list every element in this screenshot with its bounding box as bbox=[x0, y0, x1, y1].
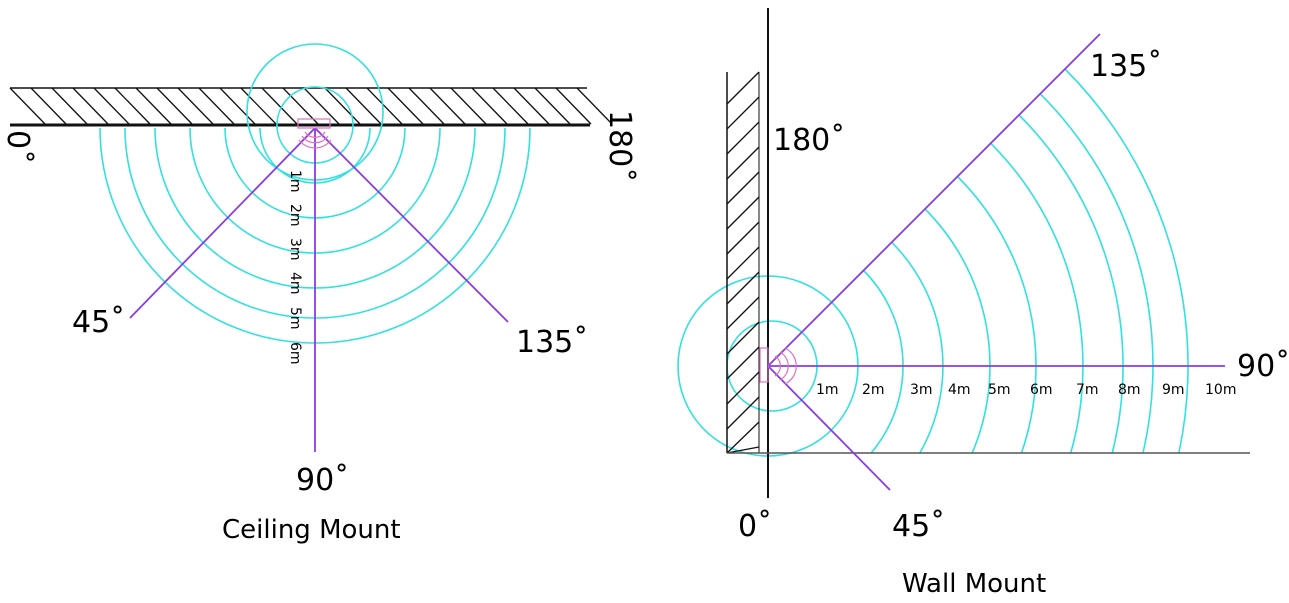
range-arc bbox=[990, 142, 1084, 454]
wall-45-line bbox=[767, 365, 891, 491]
hatch-stroke bbox=[726, 146, 760, 180]
hatch-stroke bbox=[72, 87, 109, 125]
wall-distance-label: 6m bbox=[1030, 382, 1053, 398]
hatch-stroke bbox=[726, 246, 760, 280]
wall-distance-label: 1m bbox=[816, 382, 839, 398]
range-arc bbox=[862, 269, 904, 454]
ceiling-angle-45: 45˚ bbox=[72, 305, 125, 340]
wall-range-arcs bbox=[677, 68, 1189, 457]
wall-mount-caption: Wall Mount bbox=[902, 569, 1046, 599]
wall-135-line bbox=[767, 33, 1101, 367]
hatch-stroke bbox=[726, 296, 760, 330]
hatch-stroke bbox=[726, 221, 760, 255]
ceiling-angle-90: 90˚ bbox=[296, 463, 349, 498]
wall-distance-labels: 1m 2m 3m 4m 5m 6m 7m 8m 9m 10m bbox=[816, 382, 1236, 398]
wall-hatch bbox=[726, 71, 760, 454]
hatch-stroke bbox=[240, 87, 277, 125]
range-arc bbox=[1064, 68, 1189, 454]
hatch-stroke bbox=[198, 87, 235, 125]
hatch-stroke bbox=[726, 196, 760, 230]
ceiling-angle-180: 180˚ bbox=[602, 110, 637, 182]
wall-angle-90: 90˚ bbox=[1237, 349, 1289, 384]
hatch-stroke bbox=[726, 121, 760, 155]
hatch-stroke bbox=[471, 87, 508, 125]
ceiling-distance-labels: 1m 2m 3m 4m 5m 6m bbox=[287, 170, 303, 365]
hatch-stroke bbox=[726, 346, 760, 380]
range-arc bbox=[1039, 93, 1154, 454]
hatch-stroke bbox=[387, 87, 424, 125]
ceiling-distance-label: 5m bbox=[287, 307, 303, 330]
hatch-stroke bbox=[726, 271, 760, 305]
hatch-stroke bbox=[261, 87, 298, 125]
hatch-stroke bbox=[555, 87, 592, 125]
wall-angle-45: 45˚ bbox=[892, 509, 945, 544]
hatch-stroke bbox=[408, 87, 445, 125]
range-arc bbox=[956, 175, 1037, 454]
wall-angle-180: 180˚ bbox=[773, 123, 845, 158]
ceiling-distance-label: 1m bbox=[287, 170, 303, 193]
hatch-stroke bbox=[513, 87, 550, 125]
hatch-stroke bbox=[726, 446, 760, 454]
hatch-stroke bbox=[450, 87, 487, 125]
wall-distance-label: 10m bbox=[1205, 382, 1236, 398]
wall-distance-label: 8m bbox=[1118, 382, 1141, 398]
wall-distance-label: 7m bbox=[1076, 382, 1099, 398]
wall-angle-0: 0˚ bbox=[738, 509, 772, 544]
ceiling-angle-135: 135˚ bbox=[516, 325, 588, 360]
ceiling-distance-label: 2m bbox=[287, 204, 303, 227]
hatch-stroke bbox=[429, 87, 466, 125]
ceiling-135-line bbox=[314, 127, 509, 323]
ceiling-mount-diagram: 1m 2m 3m 4m 5m 6m 0˚ 180˚ 45˚ 135˚ 90˚ Ceilin… bbox=[0, 43, 637, 545]
hatch-stroke bbox=[93, 87, 130, 125]
ceiling-distance-label: 6m bbox=[287, 342, 303, 365]
hatch-stroke bbox=[324, 87, 361, 125]
hatch-stroke bbox=[114, 87, 151, 125]
wall-angle-135: 135˚ bbox=[1090, 49, 1162, 84]
range-arc bbox=[891, 241, 944, 454]
ceiling-sensor bbox=[297, 118, 332, 149]
hatch-stroke bbox=[345, 87, 382, 125]
hatch-stroke bbox=[51, 87, 88, 125]
wall-mount-diagram: 1m 2m 3m 4m 5m 6m 7m 8m 9m 10m 135˚ 180˚ 90˚ 0˚ 4… bbox=[677, 8, 1289, 599]
hatch-stroke bbox=[726, 396, 760, 430]
hatch-stroke bbox=[726, 421, 760, 454]
ceiling-mount-caption: Ceiling Mount bbox=[222, 515, 401, 545]
hatch-stroke bbox=[492, 87, 529, 125]
hatch-stroke bbox=[534, 87, 571, 125]
hatch-stroke bbox=[726, 71, 760, 105]
hatch-stroke bbox=[726, 321, 760, 355]
hatch-stroke bbox=[726, 171, 760, 205]
range-arc bbox=[1018, 114, 1124, 454]
wall-distance-label: 4m bbox=[948, 382, 971, 398]
range-arc bbox=[924, 208, 991, 454]
hatch-stroke bbox=[30, 87, 67, 125]
wall-distance-label: 9m bbox=[1162, 382, 1185, 398]
wall-sensor bbox=[759, 347, 797, 385]
hatch-stroke bbox=[282, 87, 319, 125]
hatch-stroke bbox=[303, 87, 340, 125]
wall-distance-label: 2m bbox=[862, 382, 885, 398]
hatch-stroke bbox=[135, 87, 172, 125]
hatch-stroke bbox=[726, 371, 760, 405]
ceiling-distance-label: 4m bbox=[287, 272, 303, 295]
hatch-stroke bbox=[177, 87, 214, 125]
wall-distance-label: 3m bbox=[910, 382, 933, 398]
hatch-stroke bbox=[9, 87, 46, 125]
hatch-stroke bbox=[366, 87, 403, 125]
hatch-stroke bbox=[576, 87, 613, 125]
hatch-stroke bbox=[726, 96, 760, 130]
ceiling-angle-0: 0˚ bbox=[0, 130, 35, 164]
ceiling-distance-label: 3m bbox=[287, 238, 303, 261]
ceiling-45-line bbox=[129, 127, 316, 319]
ceiling-hatch bbox=[9, 87, 613, 125]
wall-distance-label: 5m bbox=[988, 382, 1011, 398]
hatch-stroke bbox=[219, 87, 256, 125]
hatch-stroke bbox=[156, 87, 193, 125]
